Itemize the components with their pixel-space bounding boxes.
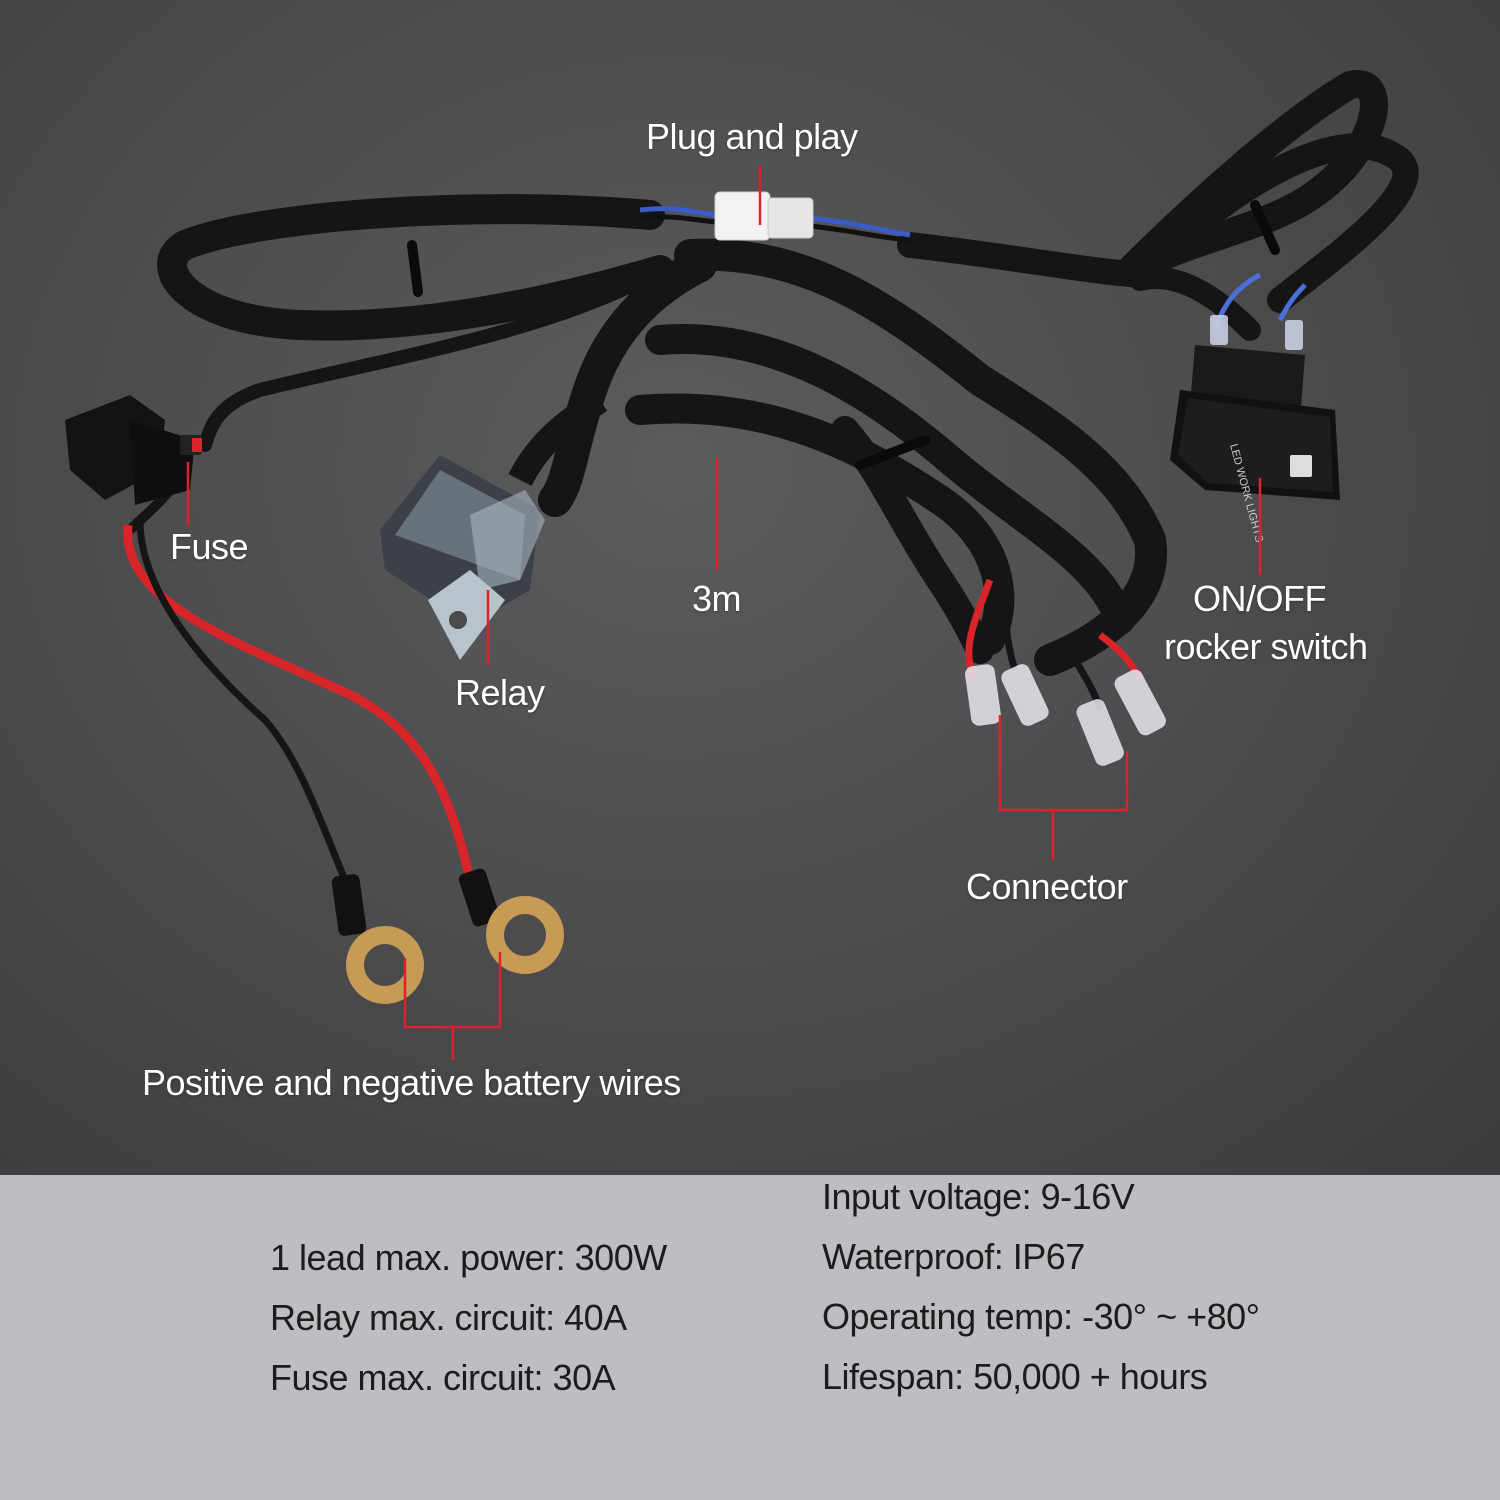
spade-connectors [965, 578, 1166, 766]
spec-waterproof: Waterproof: IP67 [822, 1236, 1085, 1277]
spec-fuse-circuit: Fuse max. circuit: 30A [270, 1357, 616, 1398]
rocker-switch-body: LED WORK LIGHTS [1170, 315, 1340, 544]
fuse-holder-body [65, 395, 202, 505]
label-connector: Connector [966, 866, 1128, 907]
label-fuse: Fuse [170, 526, 249, 567]
label-battery-wires: Positive and negative battery wires [142, 1062, 681, 1103]
plug-connector [714, 191, 814, 241]
label-relay: Relay [455, 672, 545, 713]
spec-relay-circuit: Relay max. circuit: 40A [270, 1297, 627, 1338]
label-switch-line1: ON/OFF [1193, 578, 1326, 619]
spec-panel: 1 lead max. power: 300W Relay max. circu… [0, 1175, 1500, 1500]
spec-lead-power: 1 lead max. power: 300W [270, 1237, 667, 1278]
spec-lifespan: Lifespan: 50,000 + hours [822, 1356, 1208, 1397]
label-length: 3m [692, 578, 742, 619]
label-plug-and-play: Plug and play [646, 116, 858, 157]
wiring-harness-illustration: LED WORK LIGHTS [65, 70, 1419, 1060]
callout-lines [186, 165, 1262, 1060]
relay-body [380, 389, 608, 660]
spec-operating-temp: Operating temp: -30° ~ +80° [822, 1296, 1260, 1337]
product-photo: LED WORK LIGHTS [0, 0, 1500, 1175]
label-switch-line2: rocker switch [1164, 626, 1368, 667]
spec-input-voltage: Input voltage: 9-16V [822, 1176, 1135, 1217]
ring-terminals [346, 896, 564, 1004]
